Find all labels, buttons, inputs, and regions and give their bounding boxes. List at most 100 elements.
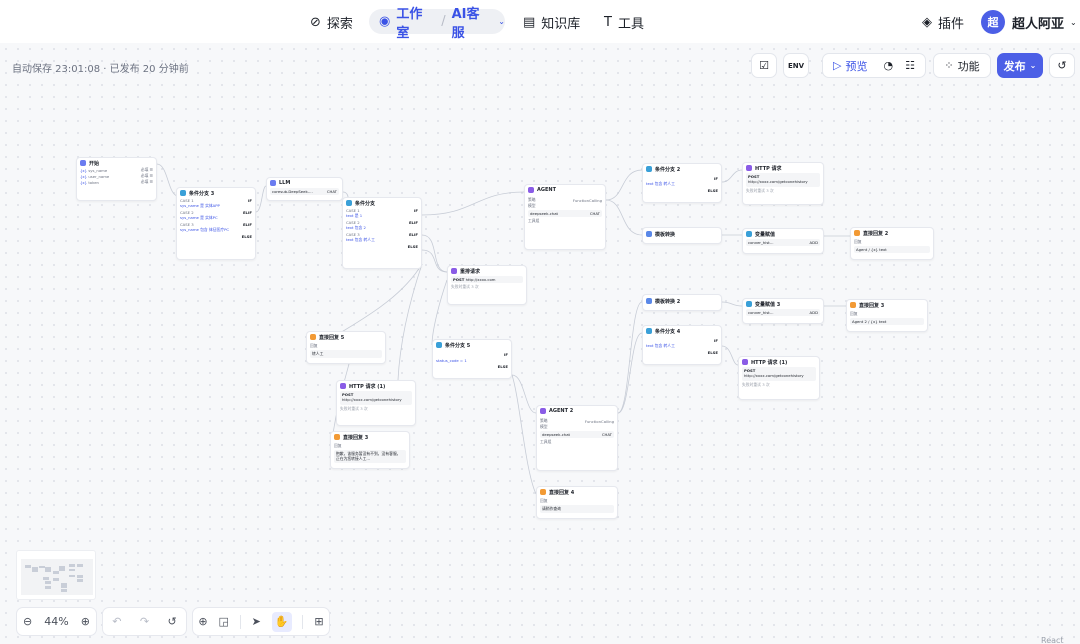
- node-rerank-request[interactable]: 重排请求 POST http://xxxx.com 失败时重试 3 次: [447, 265, 527, 305]
- play-icon: ▷: [833, 59, 842, 72]
- node-if2[interactable]: 条件分支 2 IF text 包含 转人工 ELSE: [642, 163, 722, 203]
- history-controls: ↶ ↷ ↺: [102, 607, 187, 636]
- node-template2[interactable]: 模板转换 2: [642, 294, 722, 311]
- model-label: 模型: [540, 424, 548, 429]
- pointer-icon[interactable]: ➤: [251, 615, 261, 628]
- else-label: ELSE: [707, 349, 718, 355]
- cube-icon: ◈: [922, 14, 932, 30]
- node-http[interactable]: HTTP 请求 POST http://xxxx.com/getconehist…: [742, 162, 824, 205]
- preview-button[interactable]: 预览: [845, 59, 868, 73]
- history-run-icon[interactable]: ◔: [883, 59, 894, 72]
- reply-label: 回复: [310, 343, 318, 348]
- if-label: IF: [713, 337, 718, 343]
- condition: status_code = 1: [436, 357, 467, 363]
- operation-tag: ADD: [809, 240, 818, 245]
- node-http1-right[interactable]: HTTP 请求 (1) POST http://xxxx.com/getcone…: [738, 356, 820, 400]
- model-badge: CHAT: [326, 189, 337, 194]
- reply-label: 回复: [854, 239, 862, 244]
- nav-studio-pill[interactable]: ◉ 工作室 / AI客服 ⌄: [369, 7, 505, 41]
- http-method: POST: [744, 368, 756, 373]
- condition: text 包含 2: [346, 225, 366, 230]
- model-name: coresub-DeepSeek-…: [272, 189, 313, 194]
- chevron-down-icon: ⌄: [1070, 17, 1077, 27]
- checklist-button[interactable]: ☑: [751, 53, 777, 78]
- zoom-out-icon[interactable]: ⊖: [23, 615, 33, 628]
- node-reply2[interactable]: 直接回复 2 回复 Agent / {x} text: [850, 227, 934, 260]
- robot-icon: ◉: [379, 14, 391, 29]
- else-label: ELSE: [241, 233, 252, 239]
- nav-knowledge-label: 知识库: [541, 16, 581, 32]
- nav-knowledge[interactable]: ▤ 知识库: [523, 10, 580, 34]
- nav-plugins[interactable]: ◈ 插件: [922, 10, 964, 34]
- redo-icon[interactable]: ↷: [139, 615, 150, 628]
- nav-tools[interactable]: T 工具: [604, 10, 644, 34]
- checklist-icon: ☑: [759, 59, 769, 72]
- zoom-in-icon[interactable]: ⊕: [80, 615, 90, 628]
- case-label: CASE 3: [180, 221, 194, 227]
- nav-studio-label: 工作室: [396, 6, 423, 41]
- workflow-canvas[interactable]: [0, 43, 1080, 644]
- node-title: 直接回复 3: [343, 434, 369, 441]
- http-url: http://xxxx.com/getconehistory: [342, 397, 402, 402]
- layout-icon[interactable]: ⊞: [314, 615, 324, 628]
- node-variable-assign[interactable]: 变量赋值 conver_hist…ADD: [742, 228, 824, 254]
- node-variable-assign3[interactable]: 变量赋值 3 conver_hist…ADD: [742, 298, 824, 324]
- history-icon[interactable]: ↺: [167, 615, 177, 628]
- var-tag: 必填 ☰: [140, 167, 153, 172]
- undo-icon[interactable]: ↶: [112, 615, 122, 628]
- case-label: CASE 1: [180, 197, 194, 203]
- node-llm[interactable]: LLM coresub-DeepSeek-… CHAT: [266, 177, 343, 201]
- http-url: http://xxxx.com/getconehistory: [744, 373, 804, 378]
- avatar[interactable]: 超: [981, 10, 1005, 34]
- divider: [239, 614, 241, 629]
- branch-icon: [646, 166, 652, 172]
- http-method: POST: [748, 174, 760, 179]
- node-title: HTTP 请求: [755, 165, 782, 172]
- list-check-icon[interactable]: ☷: [905, 59, 915, 72]
- node-reply4[interactable]: 直接回复 4 回复 请稍作查询: [536, 486, 618, 519]
- node-title: AGENT: [537, 187, 556, 193]
- branch-icon: [180, 190, 186, 196]
- node-http1-left[interactable]: HTTP 请求 (1) POST http://xxxx.com/getcone…: [336, 380, 416, 426]
- reply-icon: [310, 334, 316, 340]
- preview-group: ▷ 预览 ◔ ☷: [822, 53, 926, 78]
- minimap[interactable]: [16, 550, 96, 600]
- node-if5[interactable]: 条件分支 5 IF status_code = 1 ELSE: [432, 339, 512, 379]
- publish-button[interactable]: 发布 ⌄: [997, 53, 1043, 78]
- node-template[interactable]: 模板转换: [642, 227, 722, 244]
- user-menu[interactable]: 超人阿亚 ⌄: [1012, 10, 1077, 34]
- node-title: 直接回复 4: [549, 489, 575, 496]
- nav-explore[interactable]: ⊘ 探索: [310, 10, 353, 34]
- node-title: 条件分支 2: [655, 166, 681, 173]
- node-reply3[interactable]: 直接回复 3 回复 Agent 2 / {x} text: [846, 299, 928, 332]
- node-reply5[interactable]: 直接回复 5 回复 转人工: [306, 331, 386, 364]
- add-note-icon[interactable]: ◲: [218, 615, 229, 628]
- hand-icon[interactable]: ✋: [271, 611, 292, 632]
- node-title: 开始: [89, 160, 100, 167]
- http-method: POST: [342, 392, 354, 397]
- features-button[interactable]: ⁘ 功能: [933, 53, 991, 78]
- node-title: LLM: [279, 180, 291, 186]
- env-button[interactable]: ENV: [783, 53, 809, 78]
- if-label: IF: [503, 351, 508, 357]
- if-label: IF: [247, 197, 252, 203]
- react-flow-attribution[interactable]: React Flow: [1041, 636, 1064, 644]
- version-history-button[interactable]: ↺: [1049, 53, 1075, 78]
- zoom-level[interactable]: 44%: [44, 615, 69, 628]
- node-if4[interactable]: 条件分支 4 IF text 包含 转人工 ELSE: [642, 325, 722, 365]
- add-node-icon[interactable]: ⊕: [198, 615, 208, 628]
- node-title: 直接回复 2: [863, 230, 889, 237]
- top-nav: ⊘ 探索 ◉ 工作室 / AI客服 ⌄ ▤ 知识库 T 工具 ◈ 插件 超 超人…: [0, 0, 1080, 43]
- hammer-icon: T: [604, 14, 612, 30]
- username: 超人阿亚: [1012, 16, 1065, 32]
- node-reply3-left[interactable]: 直接回复 3 回复 抱歉，该服务暂没有不到，没有客服，正在为您转接人工…: [330, 431, 410, 469]
- chevron-down-icon: ⌄: [498, 17, 505, 26]
- node-title: 条件分支: [355, 200, 376, 207]
